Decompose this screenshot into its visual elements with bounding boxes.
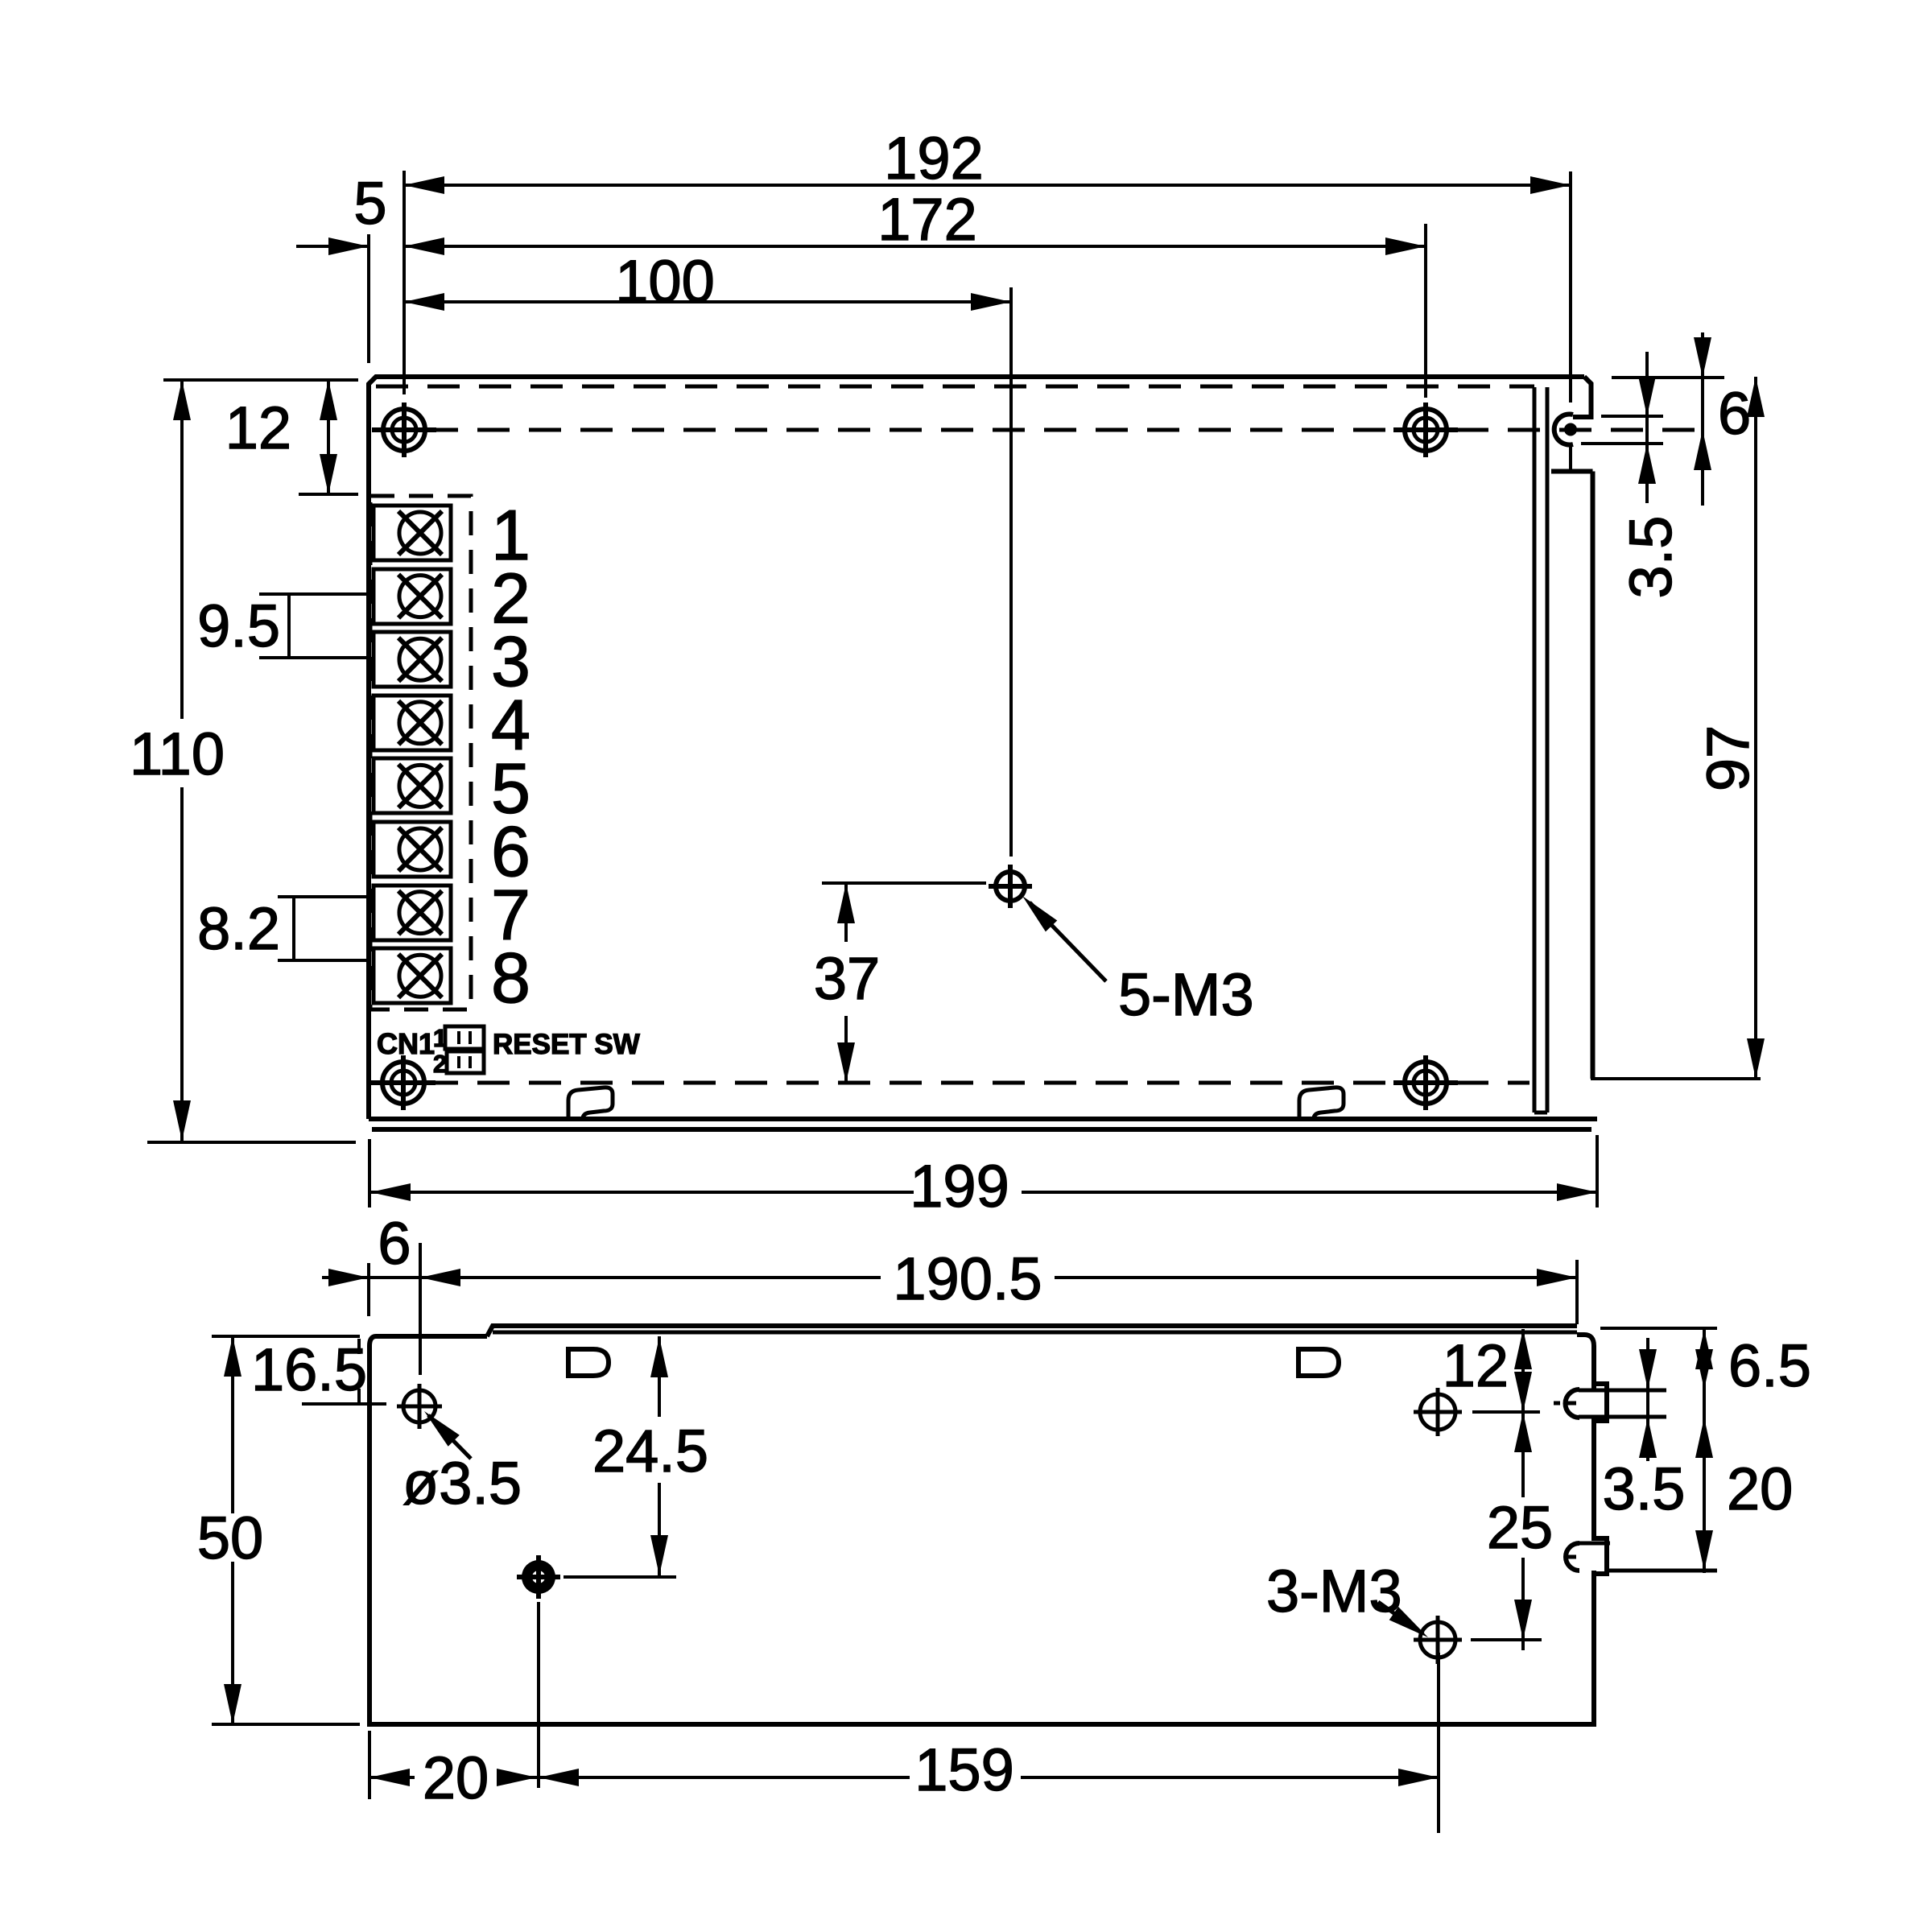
svg-text:100: 100 xyxy=(615,248,714,315)
svg-text:50: 50 xyxy=(197,1505,263,1571)
svg-text:20: 20 xyxy=(1727,1455,1793,1522)
svg-text:3.5: 3.5 xyxy=(1617,516,1684,599)
svg-text:7: 7 xyxy=(491,875,530,955)
svg-text:CN1: CN1 xyxy=(377,1027,435,1060)
svg-text:2: 2 xyxy=(491,559,530,638)
svg-text:6: 6 xyxy=(1718,380,1751,447)
svg-text:12: 12 xyxy=(225,394,291,461)
svg-text:2: 2 xyxy=(433,1050,447,1078)
svg-text:190.5: 190.5 xyxy=(893,1245,1042,1312)
svg-text:8: 8 xyxy=(491,938,530,1018)
svg-text:3-M3: 3-M3 xyxy=(1266,1558,1402,1624)
svg-text:6: 6 xyxy=(378,1210,411,1277)
svg-text:3: 3 xyxy=(491,621,530,701)
svg-text:6.5: 6.5 xyxy=(1728,1332,1811,1399)
svg-text:8.2: 8.2 xyxy=(197,895,280,962)
svg-text:1: 1 xyxy=(491,495,530,575)
svg-text:4: 4 xyxy=(491,685,530,765)
svg-text:192: 192 xyxy=(884,125,983,192)
svg-text:9.5: 9.5 xyxy=(197,592,280,659)
svg-text:25: 25 xyxy=(1487,1494,1553,1561)
svg-text:110: 110 xyxy=(130,720,225,787)
svg-text:5: 5 xyxy=(491,748,530,828)
svg-text:6: 6 xyxy=(491,811,530,891)
svg-text:172: 172 xyxy=(877,186,976,253)
svg-text:97: 97 xyxy=(1695,725,1761,791)
svg-text:159: 159 xyxy=(914,1736,1013,1803)
svg-text:24.5: 24.5 xyxy=(592,1418,708,1484)
svg-text:20: 20 xyxy=(423,1744,489,1811)
svg-text:ø3.5: ø3.5 xyxy=(402,1450,522,1517)
svg-text:199: 199 xyxy=(910,1153,1009,1220)
svg-text:16.5: 16.5 xyxy=(251,1336,367,1403)
svg-text:3.5: 3.5 xyxy=(1603,1455,1686,1522)
svg-text:RESET SW: RESET SW xyxy=(493,1029,640,1060)
svg-text:12: 12 xyxy=(1443,1332,1509,1399)
svg-text:5: 5 xyxy=(353,170,386,237)
svg-text:5-M3: 5-M3 xyxy=(1118,961,1254,1028)
svg-text:37: 37 xyxy=(814,945,880,1012)
